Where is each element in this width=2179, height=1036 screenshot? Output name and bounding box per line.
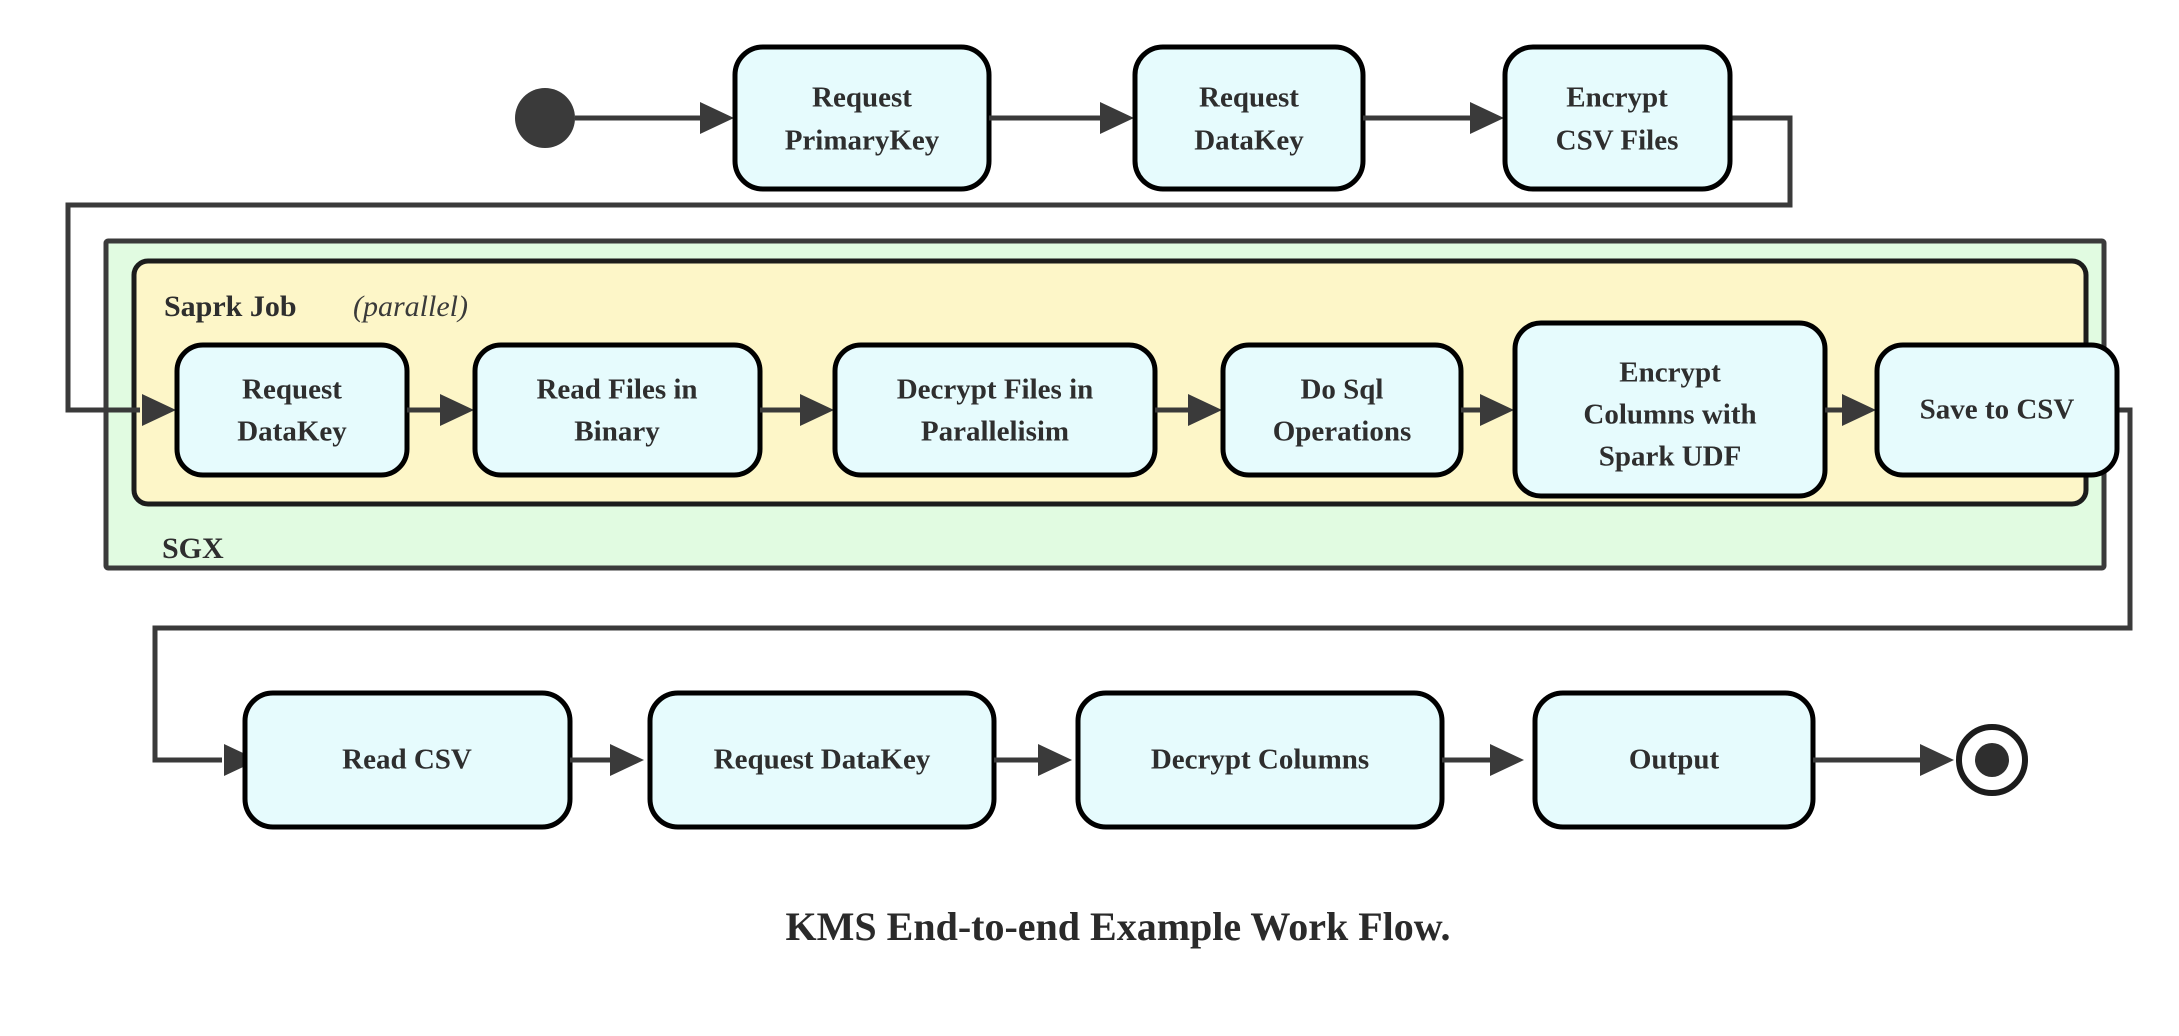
edge-overlay-left-entry (68, 394, 176, 426)
node-encrypt-csv-files[interactable]: Encrypt CSV Files (1502, 44, 1733, 192)
edge-do-sql-to-encrypt-columns (1461, 394, 1514, 426)
node-save-to-csv-line1: Save to CSV (1920, 394, 2075, 426)
node-decrypt-columns-line1: Decrypt Columns (1151, 744, 1369, 776)
node-read-files-in-binary[interactable]: Read Files in Binary (472, 342, 763, 478)
node-read-csv[interactable]: Read CSV (242, 690, 573, 830)
node-request-datakey-top-line2: DataKey (1194, 125, 1304, 157)
node-read-files-in-binary-line2: Binary (574, 416, 660, 448)
node-decrypt-files-line2: Parallelisim (921, 416, 1069, 448)
edge-output-to-end-node (1813, 744, 1954, 776)
node-request-primarykey-line1: Request (812, 82, 912, 114)
sgx-container-label: SGX (162, 532, 224, 565)
end-node-bullseye (1956, 724, 2028, 796)
node-request-primarykey-line2: PrimaryKey (785, 125, 940, 157)
node-save-to-csv[interactable]: Save to CSV (1874, 342, 2120, 478)
node-request-datakey-bottom-line1: Request DataKey (714, 744, 931, 776)
edge-request-datakey-bottom-to-decrypt-columns (994, 744, 1072, 776)
node-encrypt-csv-files-line1: Encrypt (1566, 82, 1668, 114)
node-do-sql-operations-line2: Operations (1273, 416, 1412, 448)
edge-decrypt-columns-to-output (1442, 744, 1524, 776)
edge-encrypt-columns-to-save-csv (1825, 394, 1876, 426)
node-request-datakey-top[interactable]: Request DataKey (1132, 44, 1366, 192)
edge-decrypt-files-to-do-sql (1155, 394, 1222, 426)
arrowhead-to-read-csv (224, 744, 258, 776)
node-encrypt-csv-files-line2: CSV Files (1556, 125, 1679, 157)
node-request-datakey-spark-line2: DataKey (237, 416, 347, 448)
start-node-filled-circle (515, 88, 575, 148)
node-decrypt-columns[interactable]: Decrypt Columns (1075, 690, 1445, 830)
figure-caption: KMS End-to-end Example Work Flow. (786, 904, 1451, 949)
node-request-datakey-bottom[interactable]: Request DataKey (647, 690, 997, 830)
node-output-line1: Output (1629, 744, 1720, 776)
node-request-primarykey[interactable]: Request PrimaryKey (732, 44, 992, 192)
edge-request-primarykey-to-request-datakey (989, 102, 1134, 134)
node-encrypt-columns-line2: Columns with (1583, 399, 1756, 431)
node-decrypt-files-line1: Decrypt Files in (897, 374, 1094, 406)
node-do-sql-operations[interactable]: Do Sql Operations (1220, 342, 1464, 478)
node-encrypt-columns-with-spark-udf[interactable]: Encrypt Columns with Spark UDF (1512, 320, 1828, 499)
node-read-files-in-binary-line1: Read Files in (536, 374, 697, 406)
edge-read-csv-to-request-datakey-bottom (570, 744, 644, 776)
spark-job-label: Saprk Job (164, 290, 297, 323)
edge-request-datakey-to-encrypt-csv (1363, 102, 1504, 134)
node-output[interactable]: Output (1532, 690, 1816, 830)
node-request-datakey-top-line1: Request (1199, 82, 1299, 114)
node-request-datakey-spark-line1: Request (242, 374, 342, 406)
node-decrypt-files-in-parallelisim[interactable]: Decrypt Files in Parallelisim (832, 342, 1158, 478)
edge-read-files-to-decrypt-files (760, 394, 834, 426)
node-encrypt-columns-line3: Spark UDF (1599, 441, 1742, 473)
edge-start-to-request-primarykey (575, 102, 734, 134)
node-read-csv-line1: Read CSV (342, 744, 472, 776)
spark-job-parallel-note: (parallel) (353, 290, 468, 323)
edge-datakey-to-read-files (407, 394, 474, 426)
node-request-datakey-spark[interactable]: Request DataKey (174, 342, 410, 478)
node-encrypt-columns-line1: Encrypt (1619, 357, 1721, 389)
node-do-sql-operations-line1: Do Sql (1300, 374, 1383, 406)
